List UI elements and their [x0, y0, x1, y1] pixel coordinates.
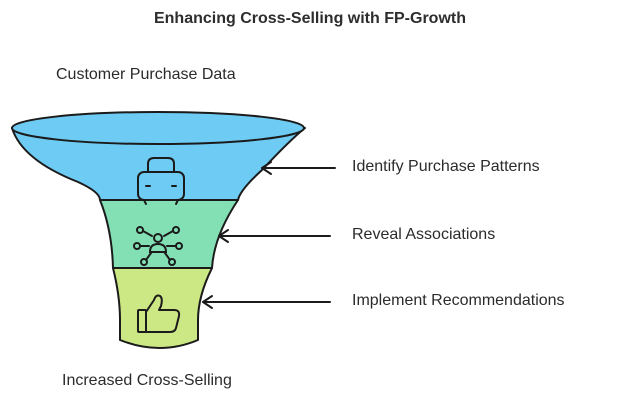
network-person-icon: [133, 226, 183, 266]
stage-label-implement-recommendations: Implement Recommendations: [352, 292, 565, 309]
stage-label-reveal-associations: Reveal Associations: [352, 226, 496, 243]
funnel-input-label: Customer Purchase Data: [56, 66, 236, 83]
funnel-rim: [11, 111, 305, 145]
diagram-title: Enhancing Cross-Selling with FP-Growth: [153, 10, 466, 27]
stage-arrows: [202, 161, 336, 309]
funnel-segment-3: [112, 267, 213, 349]
thumbs-up-icon: [137, 294, 181, 333]
briefcase-icon: [137, 157, 185, 205]
funnel-output-label: Increased Cross-Selling: [62, 372, 232, 389]
stage-label-identify-purchase-patterns: Identify Purchase Patterns: [352, 158, 540, 175]
